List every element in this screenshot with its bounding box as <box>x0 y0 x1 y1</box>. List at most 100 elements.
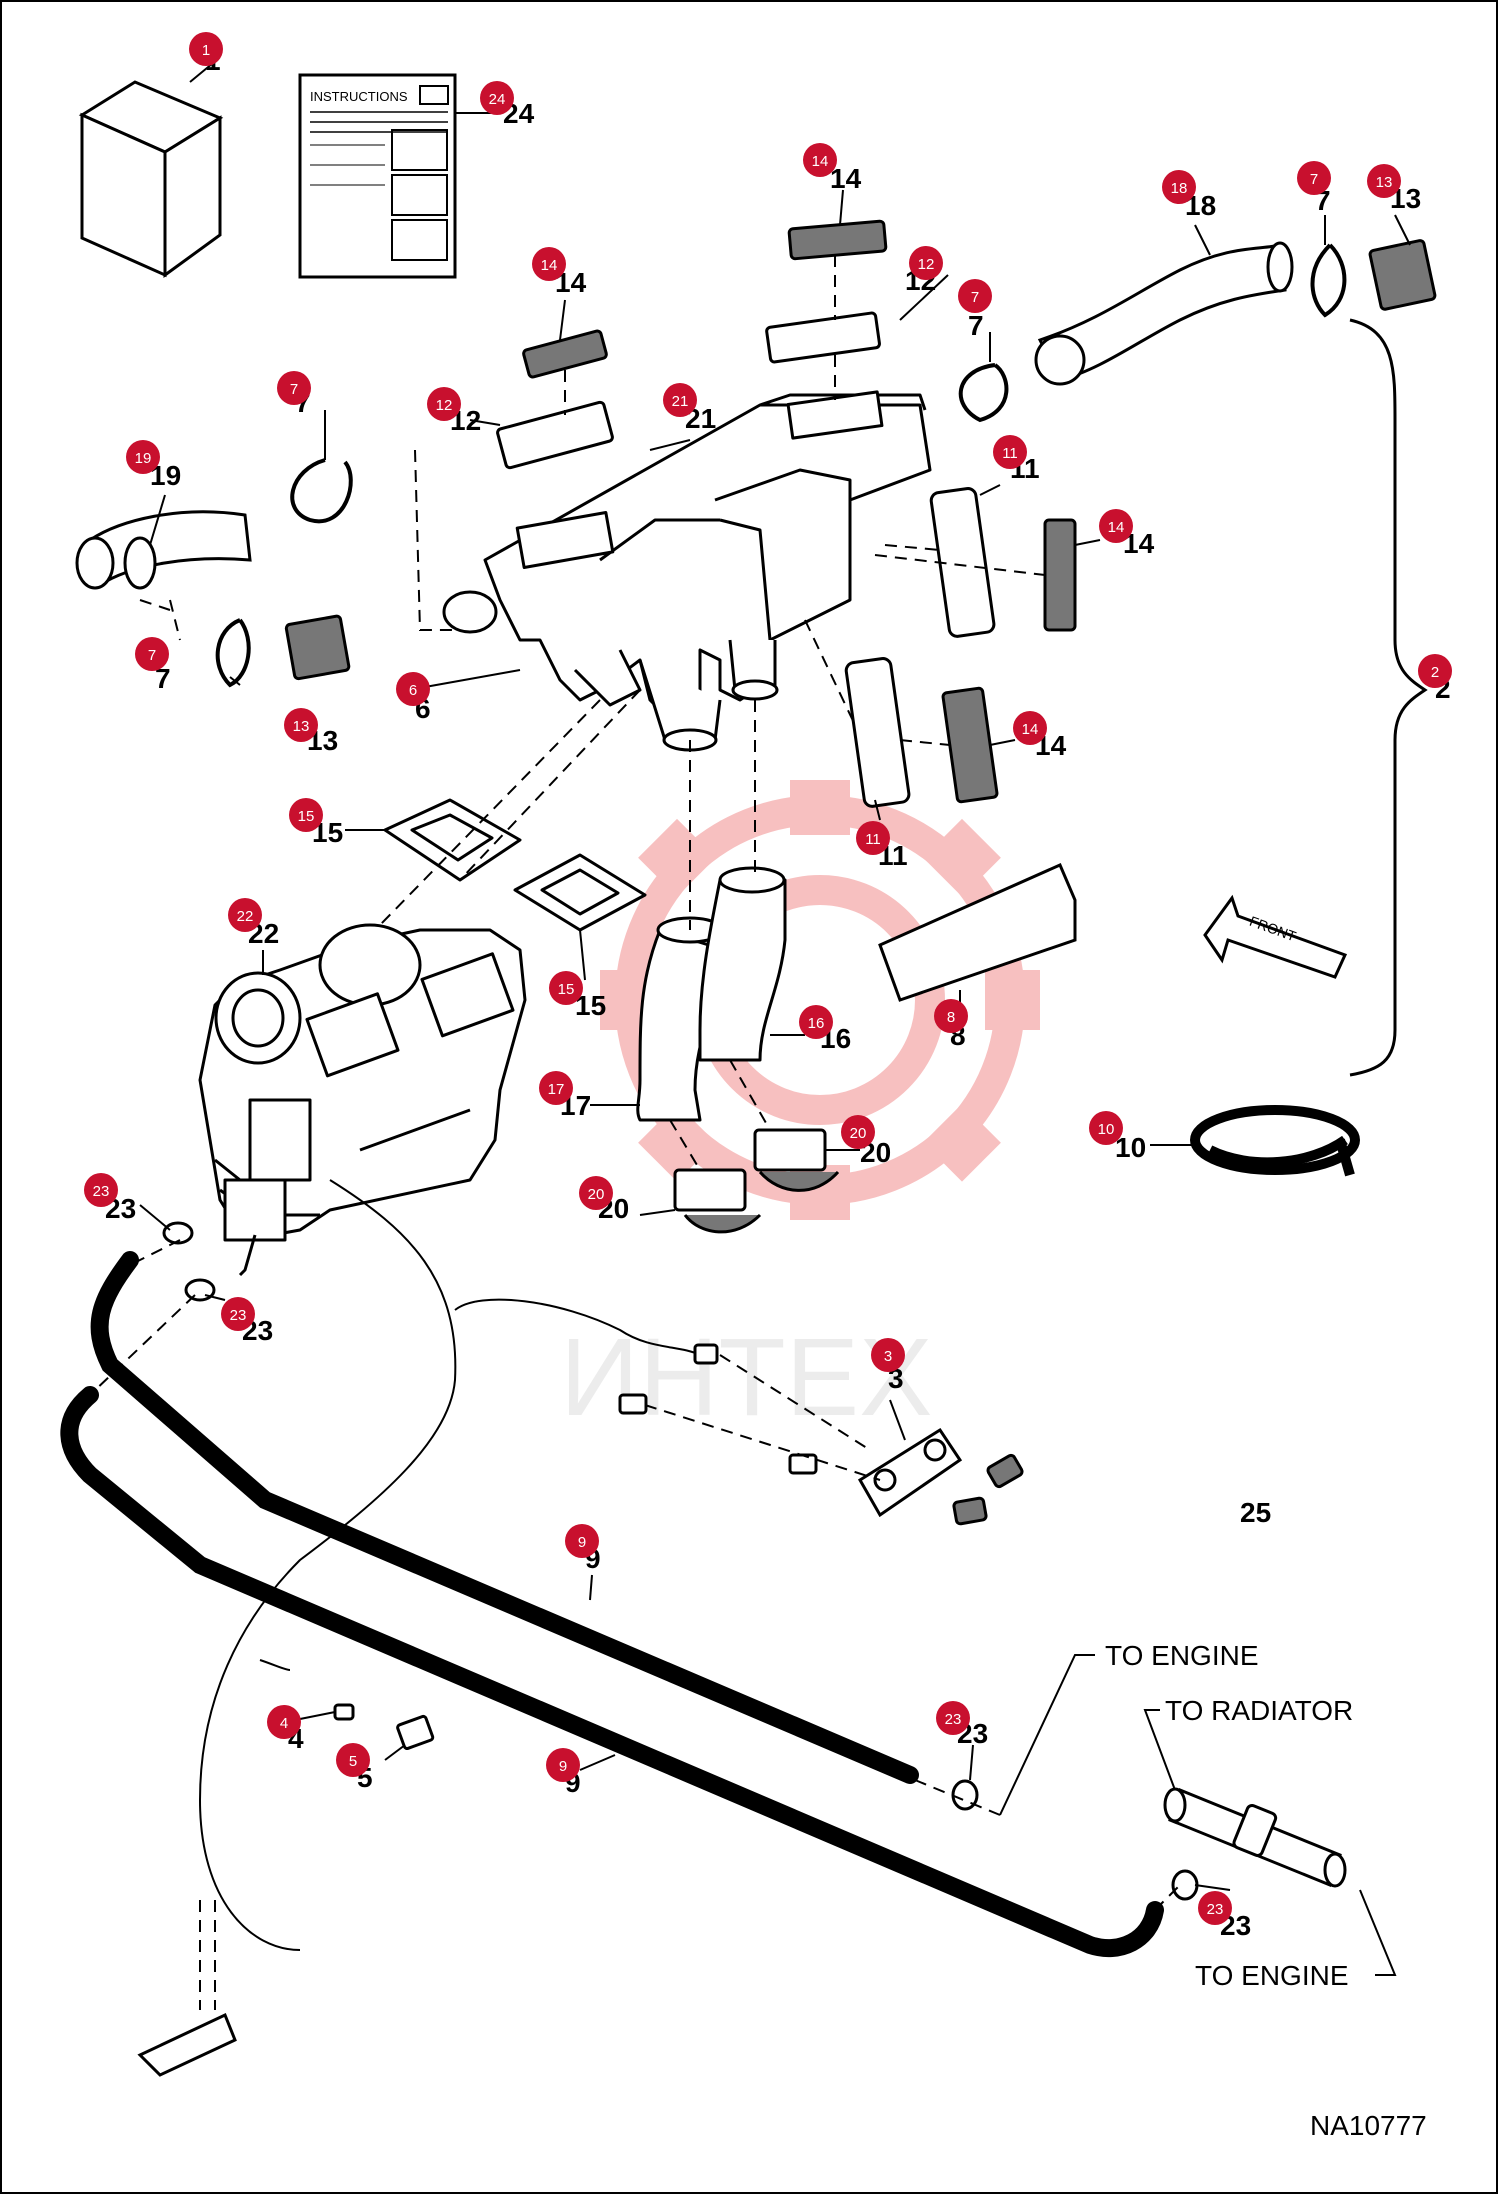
part-badge-14-top[interactable]: 14 <box>803 143 837 177</box>
to-engine-label-bottom: TO ENGINE <box>1195 1960 1349 1991</box>
svg-text:22: 22 <box>237 908 254 925</box>
svg-text:16: 16 <box>808 1015 825 1032</box>
leader-lines <box>139 62 1411 1891</box>
svg-text:7: 7 <box>155 663 171 694</box>
part-badge-11-top[interactable]: 11 <box>993 435 1027 469</box>
svg-text:23: 23 <box>93 1183 110 1200</box>
part-badge-1[interactable]: 1 <box>189 32 223 66</box>
part-badge-18[interactable]: 18 <box>1162 170 1196 204</box>
svg-text:13: 13 <box>1376 174 1393 191</box>
part-badge-23-middle[interactable]: 23 <box>221 1297 255 1331</box>
bracket-2-line <box>1349 318 1428 1077</box>
svg-text:3: 3 <box>884 1348 892 1365</box>
svg-text:6: 6 <box>409 682 417 699</box>
svg-text:23: 23 <box>1207 1901 1224 1918</box>
part-badge-4[interactable]: 4 <box>267 1705 301 1739</box>
svg-text:14: 14 <box>1108 519 1125 536</box>
svg-text:7: 7 <box>1310 171 1318 188</box>
part-badge-19[interactable]: 19 <box>126 440 160 474</box>
flex-duct-drawings <box>636 866 787 1122</box>
part-badge-20-left[interactable]: 20 <box>579 1176 613 1210</box>
svg-text:7: 7 <box>290 381 298 398</box>
callout-lines <box>999 1654 1397 1976</box>
part-badge-13-left[interactable]: 13 <box>284 708 318 742</box>
svg-text:20: 20 <box>850 1125 867 1142</box>
svg-text:15: 15 <box>298 808 315 825</box>
connector-drawings <box>333 1703 435 1751</box>
svg-text:2: 2 <box>1431 664 1439 681</box>
to-radiator-label: TO RADIATOR <box>1165 1695 1353 1726</box>
svg-text:12: 12 <box>436 397 453 414</box>
part-badge-9-lower[interactable]: 9 <box>546 1748 580 1782</box>
svg-text:11: 11 <box>865 831 881 848</box>
svg-text:1: 1 <box>202 42 210 59</box>
svg-text:10: 10 <box>1098 1121 1115 1138</box>
part-badge-7-center[interactable]: 7 <box>958 279 992 313</box>
part-badge-7-left[interactable]: 7 <box>277 371 311 405</box>
svg-text:7: 7 <box>968 310 984 341</box>
svg-text:14: 14 <box>812 153 829 170</box>
vent-grilles-drawing <box>284 219 1437 808</box>
part-badge-24[interactable]: 24 <box>480 81 514 115</box>
svg-text:11: 11 <box>1002 445 1018 462</box>
part-badge-20-right[interactable]: 20 <box>841 1115 875 1149</box>
part-badge-9-upper[interactable]: 9 <box>565 1524 599 1558</box>
svg-text:14: 14 <box>541 257 558 274</box>
part-badge-15-left[interactable]: 15 <box>289 798 323 832</box>
part-badge-22[interactable]: 22 <box>228 898 262 932</box>
part-badge-12-top[interactable]: 12 <box>909 246 943 280</box>
svg-text:13: 13 <box>293 718 310 735</box>
duct-assembly-drawing <box>442 390 932 752</box>
part-badge-8[interactable]: 8 <box>934 999 968 1033</box>
part-badge-7-lower-left[interactable]: 7 <box>135 637 169 671</box>
part-badge-13-top[interactable]: 13 <box>1367 164 1401 198</box>
part-badge-15-right[interactable]: 15 <box>549 971 583 1005</box>
part-badge-17[interactable]: 17 <box>539 1071 573 1105</box>
wiring-harness-drawing <box>137 1179 701 2077</box>
part-badge-10[interactable]: 10 <box>1089 1111 1123 1145</box>
part-badges[interactable]: 1 24 14 14 12 7 18 7 13 12 7 21 19 11 14… <box>84 32 1452 1925</box>
svg-text:4: 4 <box>280 1715 288 1732</box>
part-badge-2[interactable]: 2 <box>1418 654 1452 688</box>
part-badge-23-bottom[interactable]: 23 <box>1198 1891 1232 1925</box>
part-badge-16[interactable]: 16 <box>799 1005 833 1039</box>
svg-text:21: 21 <box>672 393 689 410</box>
svg-text:12: 12 <box>918 256 935 273</box>
front-arrow-icon: FRONT <box>1203 894 1348 979</box>
part-badge-11-lower[interactable]: 11 <box>856 821 890 855</box>
part-badge-21[interactable]: 21 <box>663 383 697 417</box>
switch-panel-drawing <box>618 1343 1024 1526</box>
tee-fitting-drawing <box>1163 1787 1347 1888</box>
part-badge-6[interactable]: 6 <box>396 672 430 706</box>
svg-text:19: 19 <box>135 450 152 467</box>
part-badge-23-lower[interactable]: 23 <box>936 1701 970 1735</box>
part-badge-3[interactable]: 3 <box>871 1338 905 1372</box>
instructions-sheet-drawing: INSTRUCTIONS <box>298 73 457 279</box>
hose-drawings <box>75 241 1294 590</box>
part-badge-7-right[interactable]: 7 <box>1297 161 1331 195</box>
svg-text:9: 9 <box>559 1758 567 1775</box>
part-badge-14-left[interactable]: 14 <box>532 247 566 281</box>
part-badge-14-lower[interactable]: 14 <box>1013 711 1047 745</box>
kit-box-drawing <box>78 80 224 278</box>
svg-text:9: 9 <box>578 1534 586 1551</box>
drawing-number: NA10777 <box>1310 2110 1427 2141</box>
svg-text:23: 23 <box>230 1307 247 1324</box>
part-badge-23-upper[interactable]: 23 <box>84 1173 118 1207</box>
vent-drawings-20 <box>673 1128 840 1234</box>
part-25-label: 25 <box>1240 1497 1271 1528</box>
svg-text:14: 14 <box>830 163 862 194</box>
svg-text:23: 23 <box>945 1711 962 1728</box>
part-badge-14-right[interactable]: 14 <box>1099 509 1133 543</box>
svg-text:5: 5 <box>349 1753 357 1770</box>
coiled-hose-drawing <box>1190 1105 1360 1177</box>
gasket-drawings-15 <box>383 798 647 932</box>
heater-unit-drawing <box>198 923 527 1277</box>
part-badge-12-left[interactable]: 12 <box>427 387 461 421</box>
svg-text:7: 7 <box>148 647 156 664</box>
heater-hoses-drawing <box>60 1251 1164 1958</box>
part-badge-5[interactable]: 5 <box>336 1743 370 1777</box>
